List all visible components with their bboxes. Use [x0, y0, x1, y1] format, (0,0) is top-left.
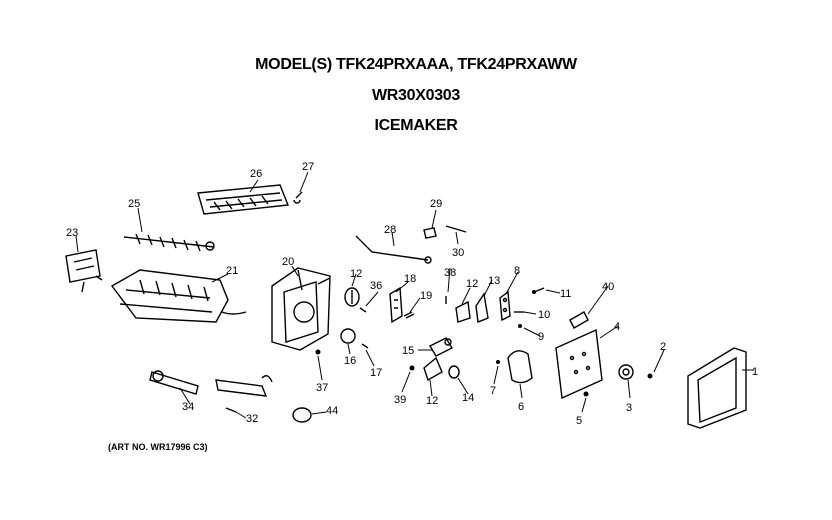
part-30-spring: [445, 225, 467, 233]
part-3-gear: [618, 364, 634, 380]
callout-25: 25: [128, 198, 140, 210]
part-17-clip: [361, 343, 369, 349]
part-40-clip: [569, 311, 589, 329]
callout-8: 8: [514, 265, 520, 277]
part-7-screw: [496, 360, 500, 364]
part-21-mold-body: [110, 269, 247, 323]
part-12b-cam: [455, 300, 471, 323]
art-number: (ART NO. WR17996 C3): [108, 442, 208, 452]
part-37-screw: [315, 349, 321, 355]
callout-13: 13: [488, 275, 500, 287]
part-36-pin: [359, 307, 367, 313]
part-19-screw: [403, 311, 415, 319]
part-5-screw: [583, 391, 589, 397]
callout-labels: 1 2 3 4 5 6 7 8 9 10 11 12 12 12 13 14 1…: [66, 161, 758, 427]
leader-lines: [75, 171, 754, 419]
part-27-screw: [293, 191, 303, 204]
part-34-fill-tube: [149, 370, 199, 395]
part-8-bracket: [499, 290, 511, 322]
callout-26: 26: [250, 168, 262, 180]
callout-34: 34: [182, 401, 194, 413]
part-28-shutoff-arm: [355, 235, 432, 264]
part-20-housing: [271, 267, 331, 351]
callout-6: 6: [518, 401, 524, 413]
part-39-screw: [409, 365, 415, 371]
part-13-lever: [475, 292, 489, 323]
callout-40: 40: [602, 281, 614, 293]
models-title: MODEL(S) TFK24PRXAAA, TFK24PRXAWW: [255, 56, 577, 73]
callout-16: 16: [344, 355, 356, 367]
part-9-screw: [518, 324, 522, 328]
part-26-stripper-bar: [197, 184, 289, 215]
part-18-switch: [389, 286, 403, 324]
part-44-cap: [292, 407, 312, 423]
callout-36: 36: [370, 280, 382, 292]
part-12c-cam: [423, 356, 443, 382]
callout-39: 39: [394, 394, 406, 406]
part-2-screw: [647, 373, 653, 379]
callout-5: 5: [576, 415, 582, 427]
callout-38: 38: [444, 267, 456, 279]
callout-10: 10: [538, 309, 550, 321]
callout-3: 3: [626, 402, 632, 414]
callout-32: 32: [246, 413, 258, 425]
part-1-cover: [687, 347, 747, 429]
part-23-motor: [65, 249, 103, 293]
callout-27: 27: [302, 161, 314, 173]
callout-20: 20: [282, 256, 294, 268]
callout-21: 21: [226, 265, 238, 277]
callout-30: 30: [452, 247, 464, 259]
callout-1: 1: [752, 366, 758, 378]
part-11-screw: [532, 287, 545, 294]
callout-7: 7: [490, 385, 496, 397]
callout-28: 28: [384, 224, 396, 236]
part-12a-cam: [344, 287, 360, 307]
part-32-harness: [215, 375, 273, 413]
callout-12b: 12: [466, 278, 478, 290]
callout-17: 17: [370, 367, 382, 379]
callout-12a: 12: [350, 268, 362, 280]
callout-29: 29: [430, 198, 442, 210]
part-16-thermostat: [340, 328, 356, 344]
callout-4: 4: [614, 321, 620, 333]
assembly-title: ICEMAKER: [374, 117, 458, 134]
callout-9: 9: [538, 331, 544, 343]
part-4-mounting-plate: [555, 328, 603, 400]
callout-15: 15: [402, 345, 414, 357]
callout-11: 11: [560, 288, 571, 300]
callout-23: 23: [66, 227, 78, 239]
callout-2: 2: [660, 341, 666, 353]
callout-19: 19: [420, 290, 432, 302]
part-29-clip: [423, 227, 437, 239]
part-6-gear: [507, 350, 533, 384]
part-14-nut: [448, 365, 460, 379]
callout-37: 37: [316, 382, 328, 394]
callout-44: 44: [326, 405, 338, 417]
callout-12c: 12: [426, 395, 438, 407]
callout-14: 14: [462, 392, 474, 404]
part-15-valve-coil: [429, 337, 453, 357]
part-25-ejector: [123, 233, 215, 252]
kit-number: WR30X0303: [371, 87, 461, 104]
callout-18: 18: [404, 273, 416, 285]
